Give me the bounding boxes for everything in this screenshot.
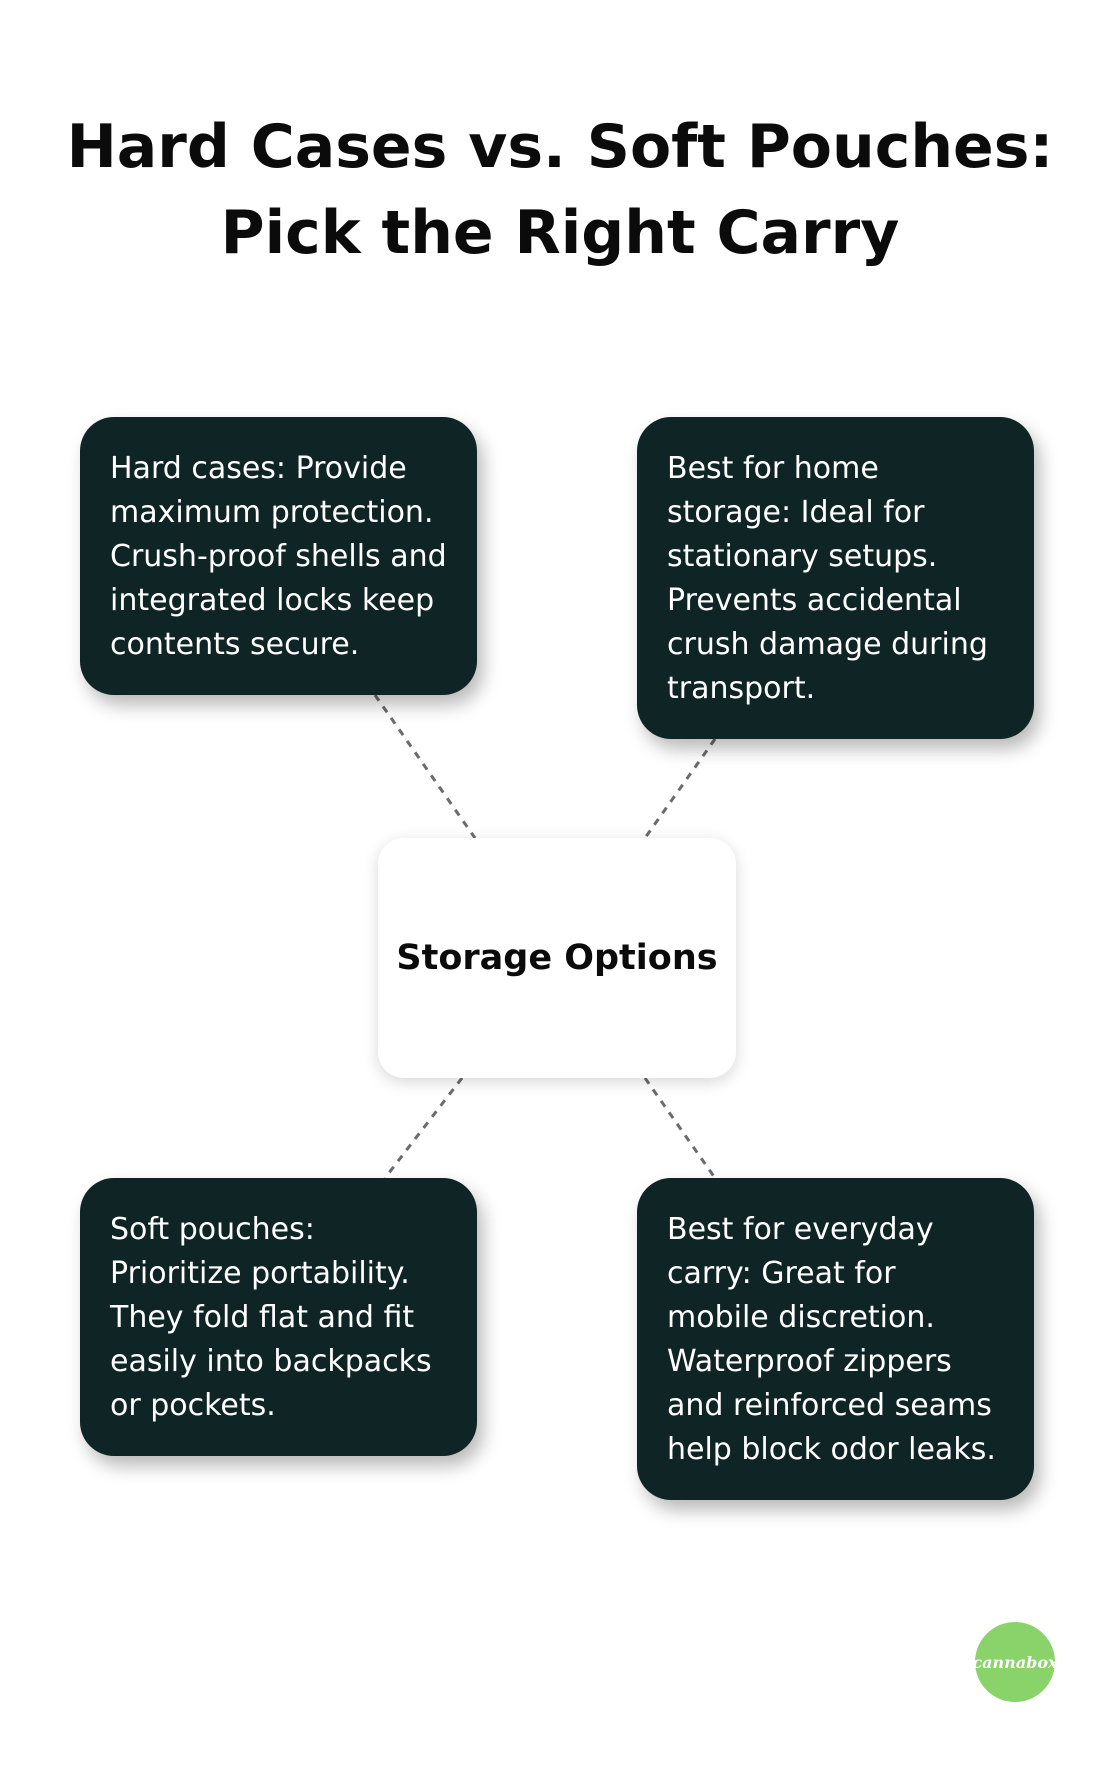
card-home-storage: Best for home storage: Ideal for station… (637, 417, 1034, 739)
connector-bottom-right (643, 1077, 717, 1179)
connector-top-left (373, 694, 477, 839)
center-label: Storage Options (396, 938, 718, 978)
title-line-2: Pick the Right Carry (220, 198, 900, 268)
card-everyday-carry: Best for everyday carry: Great for mobil… (637, 1178, 1034, 1500)
title-line-1: Hard Cases vs. Soft Pouches: (66, 112, 1054, 182)
page-title: Hard Cases vs. Soft Pouches: Pick the Ri… (0, 104, 1120, 276)
brand-logo: cannabox (972, 1622, 1058, 1702)
card-soft-pouches: Soft pouches: Prioritize portability. Th… (80, 1178, 477, 1456)
center-node: Storage Options (378, 838, 736, 1078)
connector-bottom-left (383, 1077, 464, 1179)
card-hard-cases: Hard cases: Provide maximum protection. … (80, 417, 477, 695)
brand-logo-text: cannabox (972, 1652, 1058, 1672)
connector-top-right (643, 738, 717, 839)
